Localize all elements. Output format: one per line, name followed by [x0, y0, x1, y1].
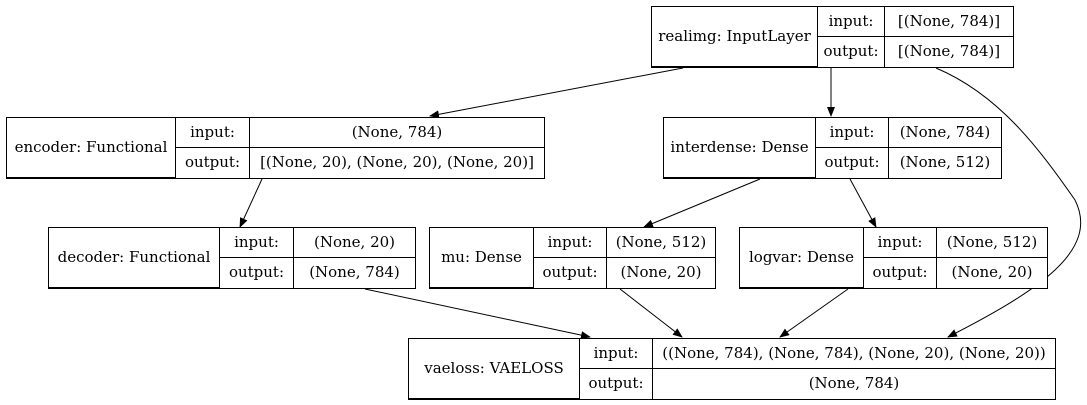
edge-mu-vaeloss	[619, 288, 683, 338]
edge-logvar-vaeloss	[779, 288, 849, 338]
node-mu-name: mu: Dense	[430, 228, 534, 288]
node-vaeloss-output-value: (None, 784)	[652, 368, 1055, 399]
node-decoder-output-label: output:	[219, 257, 294, 288]
node-vaeloss-name: vaeloss: VAELOSS	[409, 339, 580, 399]
edge-interdense-logvar	[849, 178, 877, 228]
node-mu-input-label: input:	[533, 228, 607, 259]
node-mu-output-value: (None, 20)	[606, 257, 715, 288]
node-vaeloss-output-label: output:	[579, 368, 653, 399]
node-interdense-name: interdense: Dense	[664, 118, 816, 178]
node-decoder-input-value: (None, 20)	[293, 228, 415, 259]
node-vaeloss-input-value: ((None, 784), (None, 784), (None, 20), (…	[652, 339, 1055, 370]
node-encoder: encoder: Functional input: (None, 784) o…	[6, 117, 545, 179]
edge-interdense-mu	[643, 178, 761, 228]
node-decoder-name: decoder: Functional	[49, 228, 220, 288]
node-interdense-input-label: input:	[815, 118, 889, 149]
node-decoder-output-value: (None, 784)	[293, 257, 415, 288]
edge-realimg-vaeloss	[935, 67, 1081, 338]
node-mu-input-value: (None, 512)	[606, 228, 715, 259]
node-vaeloss: vaeloss: VAELOSS input: ((None, 784), (N…	[408, 338, 1056, 400]
node-logvar-output-label: output:	[863, 257, 937, 288]
edge-encoder-decoder	[239, 178, 263, 228]
node-encoder-output-label: output:	[175, 147, 250, 178]
node-decoder-input-label: input:	[219, 228, 294, 259]
node-realimg-name: realimg: InputLayer	[652, 7, 818, 67]
node-logvar-output-value: (None, 20)	[936, 257, 1047, 288]
node-realimg-input-label: input:	[817, 7, 885, 38]
node-vaeloss-input-label: input:	[579, 339, 653, 370]
node-encoder-input-value: (None, 784)	[249, 118, 544, 149]
node-mu: mu: Dense input: (None, 512) output: (No…	[429, 227, 716, 289]
node-logvar-input-value: (None, 512)	[936, 228, 1047, 259]
node-logvar: logvar: Dense input: (None, 512) output:…	[739, 227, 1048, 289]
node-interdense-output-value: (None, 512)	[888, 147, 1001, 178]
node-realimg-output-value: [(None, 784)]	[884, 36, 1013, 67]
node-interdense: interdense: Dense input: (None, 784) out…	[663, 117, 1002, 179]
node-interdense-input-value: (None, 784)	[888, 118, 1001, 149]
node-realimg: realimg: InputLayer input: [(None, 784)]…	[651, 6, 1014, 68]
node-encoder-input-label: input:	[175, 118, 250, 149]
edge-decoder-vaeloss	[364, 288, 591, 340]
node-realimg-input-value: [(None, 784)]	[884, 7, 1013, 38]
node-mu-output-label: output:	[533, 257, 607, 288]
node-encoder-output-value: [(None, 20), (None, 20), (None, 20)]	[249, 147, 544, 178]
node-decoder: decoder: Functional input: (None, 20) ou…	[48, 227, 416, 289]
node-logvar-input-label: input:	[863, 228, 937, 259]
node-realimg-output-label: output:	[817, 36, 885, 67]
node-interdense-output-label: output:	[815, 147, 889, 178]
node-encoder-name: encoder: Functional	[7, 118, 176, 178]
node-logvar-name: logvar: Dense	[740, 228, 864, 288]
edge-realimg-encoder	[429, 67, 684, 119]
